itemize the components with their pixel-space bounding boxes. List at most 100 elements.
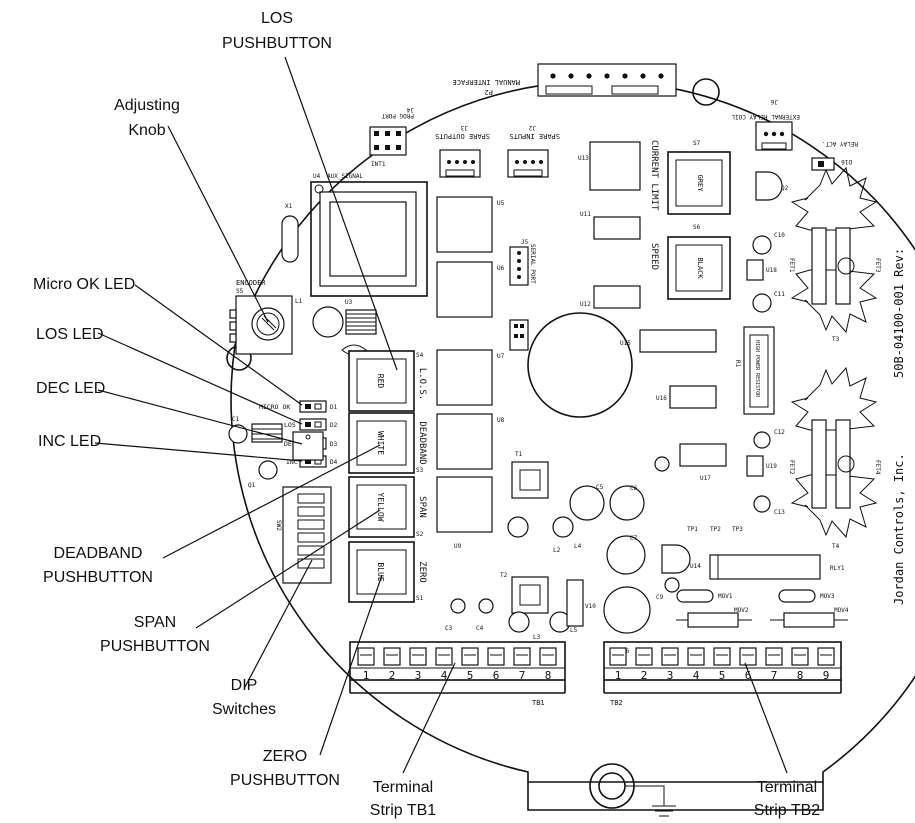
c4-ref: C4 — [476, 625, 484, 632]
terminal-screw — [791, 647, 809, 666]
c10-ref: C10 — [774, 232, 785, 239]
mounting-holes — [226, 78, 720, 817]
u13-ref: U13 — [578, 155, 589, 162]
v10-ref: V10 — [585, 603, 596, 610]
button-ref-s7: S7 — [693, 140, 701, 147]
u18-ref: U18 — [766, 267, 777, 274]
tp2-ref: TP2 — [710, 526, 721, 533]
r1-text: HIGH POWER RESISTOR — [754, 340, 760, 398]
encoder: ENCODER S5 — [229, 279, 293, 355]
board-part-number: 50B-04100-001 Rev: — [892, 248, 906, 378]
c9-ref: C9 — [656, 594, 664, 601]
j6-external-relay-coil: EXTERNAL RELAY COIL J6 — [731, 98, 800, 151]
callout-los-led: LOS LED — [36, 326, 104, 343]
button-color-grey: GREY — [696, 175, 704, 193]
terminal-number: 8 — [797, 669, 804, 682]
board-maker: Jordan Controls, Inc. — [892, 453, 906, 605]
j6-ref: J6 — [770, 98, 778, 105]
r1-ref: R1 — [734, 360, 741, 368]
relay-act-label: RELAY ACT. — [822, 140, 858, 147]
large-capacitor — [527, 312, 633, 418]
terminal-screw — [513, 647, 531, 666]
callout-zero-line1: ZERO — [263, 748, 307, 765]
j3-ref: J3 — [460, 124, 468, 131]
u14-ref: U14 — [690, 563, 701, 570]
callout-tb1-line2: Strip TB1 — [370, 802, 437, 819]
j2-label: SPARE INPUTS — [509, 132, 560, 140]
callout-los-pushbutton-line2: PUSHBUTTON — [222, 35, 332, 52]
terminal-number: 2 — [389, 669, 396, 682]
p2-label: MANUAL INTERFACE — [453, 78, 520, 86]
sw2-ref: SW2 — [275, 520, 282, 531]
mov3-ref: MOV3 — [820, 593, 835, 600]
t4-ref: T4 — [832, 543, 840, 550]
c1-q1-u1: C1 Q1 — [228, 416, 324, 489]
callout-deadband-line2: PUSHBUTTON — [43, 569, 153, 586]
u15-ref: U15 — [620, 340, 631, 347]
j4-label: PROG PORT — [381, 112, 414, 119]
j5-label: SERIAL PORT — [529, 244, 536, 284]
u3-chip: U3 — [345, 299, 377, 335]
terminal-number: 2 — [641, 669, 648, 682]
x1-crystal: X1 — [281, 203, 299, 263]
x1-ref: X1 — [285, 203, 293, 210]
u12-ref: U12 — [580, 301, 591, 308]
terminal-screw — [635, 647, 653, 666]
button-ref-s3: S3 — [416, 467, 424, 474]
j5-serial-port: SERIAL PORT J5 — [509, 239, 536, 351]
tp1-ref: TP1 — [687, 526, 698, 533]
j2-spare-inputs: SPARE INPUTS J2 — [507, 124, 560, 178]
terminal-screw — [713, 647, 731, 666]
p2-manual-interface: MANUAL INTERFACE P2 — [453, 63, 677, 97]
led-ref-d3: D3 — [330, 441, 338, 448]
q2-c10-c11: Q2 C10 C11 U18 — [746, 171, 789, 313]
mov1-ref: MOV1 — [718, 593, 733, 600]
terminal-screw — [435, 647, 453, 666]
u3-ref: U3 — [345, 299, 353, 306]
c13-ref: C13 — [774, 509, 785, 516]
movs: MOV1 MOV3 MOV2 MOV4 — [676, 589, 849, 628]
terminal-screw — [817, 647, 835, 666]
button-ref-s2: S2 — [416, 531, 424, 538]
callout-adjusting-knob-line2: Knob — [128, 122, 165, 139]
mov2-ref: MOV2 — [734, 607, 749, 614]
u13-u11-u12: U13 U11 U12 — [578, 141, 641, 309]
callout-span-line2: PUSHBUTTON — [100, 638, 210, 655]
terminal-screw — [409, 647, 427, 666]
terminal-number: 1 — [615, 669, 622, 682]
terminal-screw — [487, 647, 505, 666]
relay-rly1: RLY1 — [709, 554, 845, 580]
terminal-number: 4 — [693, 669, 700, 682]
int1-ref: INT1 — [371, 161, 386, 168]
j4-ref: J4 — [406, 106, 414, 113]
terminal-number: 9 — [823, 669, 830, 682]
t3-ref: T3 — [832, 336, 840, 343]
r1-resistor: R1 HIGH POWER RESISTOR — [734, 326, 775, 415]
terminal-screw — [609, 647, 627, 666]
button-color-yellow: YELLOW — [376, 493, 385, 522]
dip-switches: SW2 — [275, 486, 332, 584]
terminal-number: 5 — [719, 669, 726, 682]
fet1-ref: FET1 — [788, 258, 795, 273]
led-ref-d1: D1 — [330, 404, 338, 411]
callout-tb2-line1: Terminal — [757, 779, 817, 796]
terminal-number: 1 — [363, 669, 370, 682]
l5-ref: L5 — [570, 627, 578, 634]
terminal-number: 7 — [771, 669, 778, 682]
power-area: T1 T2 C5 C6 C7 L6 L2 L4 L3 L5 C3 C4 V10 … — [445, 451, 743, 655]
j5-ref: J5 — [521, 239, 529, 246]
tb1-label: TB1 — [532, 699, 545, 707]
led-ref-d4: D4 — [330, 459, 338, 466]
fet2-ref: FET2 — [788, 460, 795, 475]
callout-micro-ok-led: Micro OK LED — [33, 276, 135, 293]
u9-ref: U9 — [454, 543, 462, 550]
button-ref-s4: S4 — [416, 352, 424, 359]
led-label-micro-ok: MICRO OK — [259, 403, 290, 411]
u5-ref: U5 — [497, 200, 505, 207]
terminal-screw — [357, 647, 375, 666]
u7-ref: U7 — [497, 353, 505, 360]
t1-ref: T1 — [515, 451, 523, 458]
callout-dip-line2: Switches — [212, 701, 276, 718]
